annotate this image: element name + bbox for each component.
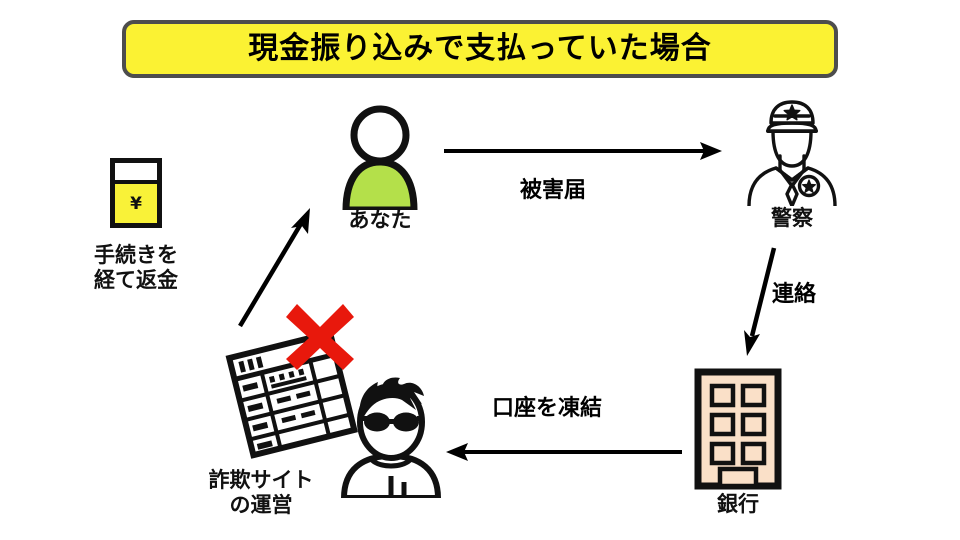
- red-x-icon: [284, 302, 356, 372]
- arrow-refund: [232, 200, 320, 330]
- arrow-freeze: [440, 434, 686, 470]
- scammer-caption: 詐欺サイト の運営: [208, 468, 314, 517]
- person-icon: [336, 104, 424, 214]
- money-top-band: [115, 163, 157, 184]
- webpage-document-icon: [222, 329, 362, 460]
- you-caption: あなた: [348, 208, 412, 232]
- bank-building-icon-svg: [694, 368, 782, 490]
- money-caption: 手続きを 経て返金: [94, 243, 178, 292]
- person-icon-svg: [342, 105, 418, 214]
- arrow-contact: [736, 244, 790, 358]
- arrow-freeze-svg: [446, 443, 682, 461]
- webpage-document-icon-svg: [225, 329, 358, 459]
- arrow-refund-svg: [238, 208, 310, 328]
- yen-symbol: ¥: [115, 184, 157, 223]
- arrow-contact-label: 連絡: [772, 282, 817, 307]
- scammer-person-icon-svg: [341, 377, 441, 501]
- arrow-report-label: 被害届: [520, 178, 587, 203]
- police-officer-icon-svg: [747, 100, 837, 208]
- title-banner: 現金振り込みで支払っていた場合: [122, 20, 838, 78]
- bank-caption: 銀行: [717, 492, 759, 516]
- page-title: 現金振り込みで支払っていた場合: [248, 31, 712, 66]
- bank-building-icon: [694, 368, 782, 490]
- arrow-report-svg: [444, 142, 722, 160]
- scammer-person-icon: [336, 372, 446, 501]
- arrow-report: [440, 134, 726, 168]
- police-caption: 警察: [771, 206, 813, 230]
- money-bill-yen-icon: ¥: [110, 158, 162, 228]
- red-x-icon-svg: [286, 304, 354, 370]
- arrow-contact-svg: [744, 247, 777, 356]
- police-officer-icon: [746, 98, 838, 208]
- arrow-freeze-label: 口座を凍結: [492, 396, 603, 421]
